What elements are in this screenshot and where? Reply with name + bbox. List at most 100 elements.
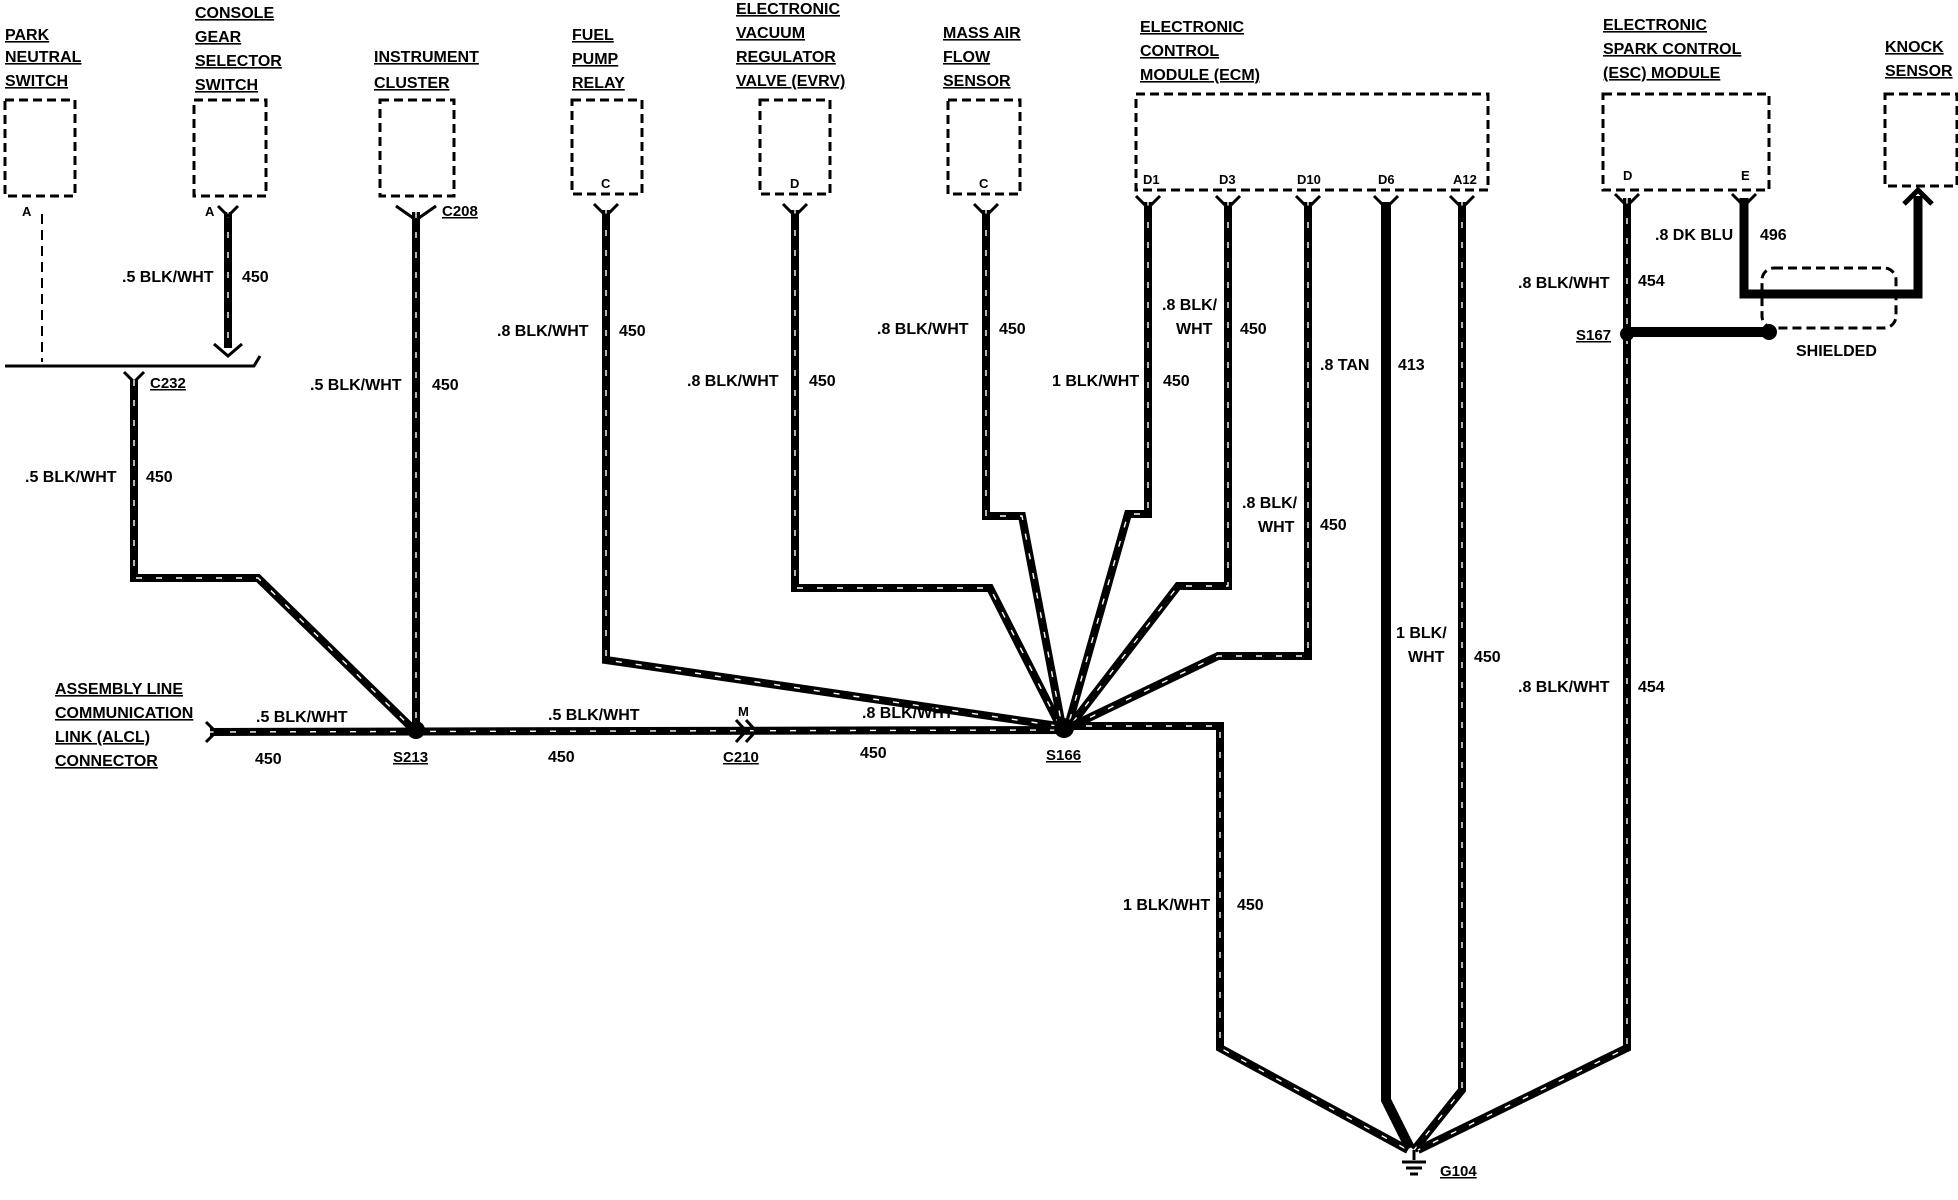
d1-wire-circuit: 450 [1163, 373, 1190, 390]
park-neutral-switch-box [3, 98, 77, 198]
wire-fuel-pump-to-s166 [602, 210, 1059, 730]
esc-d-wire-color: .8 BLK/WHT [1518, 275, 1610, 292]
console-wire-arrow [213, 342, 243, 358]
wire-c232-to-s213 [130, 380, 417, 733]
alcl-connector-label: ASSEMBLY LINE COMMUNICATION LINK (ALCL) … [55, 681, 193, 770]
c210-s166-wire-circuit: 450 [860, 745, 887, 762]
alcl-wire-circuit: 450 [255, 751, 282, 768]
console-wire-circuit: 450 [242, 269, 269, 286]
ecm-pin-a12: A12 [1453, 172, 1477, 187]
evrv-header: ELECTRONIC VACUUM REGULATOR VALVE (EVRV) [736, 1, 845, 90]
s167-wire-circuit: 454 [1638, 679, 1665, 696]
s213-c210-wire-color: .5 BLK/WHT [548, 707, 640, 724]
evrv-title-4: VALVE (EVRV) [736, 73, 845, 90]
splice-s167: S167 [1576, 327, 1611, 344]
shield-drain-dot [1761, 324, 1777, 340]
alcl-wire-color: .5 BLK/WHT [256, 709, 348, 726]
wire-ecm-a12-to-g104 [1410, 202, 1466, 1153]
fuel-wire-circuit: 450 [619, 323, 646, 340]
console-wire-color: .5 BLK/WHT [122, 269, 214, 286]
ground-g104: G104 [1440, 1163, 1477, 1180]
maf-title-2: FLOW [943, 49, 991, 66]
knock-sensor-box [1883, 92, 1958, 188]
evrv-pin-d: D [790, 176, 799, 191]
evrv-title-2: VACUUM [736, 25, 805, 42]
maf-wire-color: .8 BLK/WHT [877, 321, 969, 338]
ground-wire-color: 1 BLK/WHT [1123, 897, 1210, 914]
c232-wire-color: .5 BLK/WHT [25, 469, 117, 486]
a12-wire-circuit: 450 [1474, 649, 1501, 666]
evrv-wire-color: .8 BLK/WHT [687, 373, 779, 390]
mass-air-flow-sensor-box [946, 98, 1022, 196]
splice-s166-dot [1054, 718, 1074, 738]
c210-pin-m: M [738, 704, 749, 719]
wire-s166-to-g104 [1066, 722, 1410, 1154]
esc-d-wire-circuit: 454 [1638, 273, 1665, 290]
cluster-wire-color: .5 BLK/WHT [310, 377, 402, 394]
ecm-header: ELECTRONIC CONTROL MODULE (ECM) [1140, 19, 1260, 84]
maf-title-1: MASS AIR [943, 25, 1021, 42]
fuel-pump-relay-box [570, 98, 644, 196]
c210-connector: M C210 [723, 704, 759, 766]
d3-wire-color-2: WHT [1176, 321, 1213, 338]
wire-ecm-d3-to-s166 [1066, 202, 1232, 729]
shielded-label: SHIELDED [1796, 343, 1877, 360]
maf-pin-c: C [979, 176, 989, 191]
esc-module-header: ELECTRONIC SPARK CONTROL (ESC) MODULE [1603, 17, 1742, 82]
console-switch-title-1: CONSOLE [195, 5, 274, 22]
park-neutral-switch-title-2: NEUTRAL [5, 49, 82, 66]
ground-wire-circuit: 450 [1237, 897, 1264, 914]
shield-outline [1760, 266, 1898, 330]
esc-pin-e: E [1741, 168, 1750, 183]
esc-e-wire-color: .8 DK BLU [1655, 227, 1733, 244]
d6-wire-color-1: 1 BLK/ [1396, 625, 1447, 642]
connector-c208: C208 [442, 203, 478, 220]
instrument-cluster-box [378, 98, 456, 198]
wire-alcl-to-c210-to-s166 [209, 726, 1065, 736]
alcl-title-3: LINK (ALCL) [55, 729, 150, 746]
wire-esc-d-to-g104 [1416, 198, 1631, 1154]
d3-wire-circuit: 450 [1240, 321, 1267, 338]
evrv-wire-circuit: 450 [809, 373, 836, 390]
esc-module-box [1601, 92, 1771, 192]
ground-icon [1402, 1150, 1426, 1176]
d10-wire-color-b1: .8 BLK/ [1242, 495, 1298, 512]
esc-title-3: (ESC) MODULE [1603, 65, 1721, 82]
instrument-cluster-title-2: CLUSTER [374, 75, 450, 92]
knock-sensor-header: KNOCK SENSOR [1885, 39, 1953, 80]
maf-wire-circuit: 450 [999, 321, 1026, 338]
esc-title-1: ELECTRONIC [1603, 17, 1707, 34]
s167-wire-color: .8 BLK/WHT [1518, 679, 1610, 696]
splice-s166: S166 [1046, 747, 1081, 764]
mass-air-flow-sensor-header: MASS AIR FLOW SENSOR [943, 25, 1021, 90]
alcl-title-2: COMMUNICATION [55, 705, 193, 722]
console-switch-pin-a: A [205, 204, 215, 219]
ecm-title-1: ELECTRONIC [1140, 19, 1244, 36]
cluster-wire-circuit: 450 [432, 377, 459, 394]
pin-connector-marks [204, 192, 1758, 744]
park-neutral-switch-title-3: SWITCH [5, 73, 68, 90]
console-connector-mark [216, 204, 240, 219]
ecm-pin-d10: D10 [1297, 172, 1321, 187]
park-neutral-switch-header: PARK NEUTRAL SWITCH [5, 27, 82, 90]
fuel-pump-relay-title-3: RELAY [572, 75, 625, 92]
console-gear-selector-switch-box [192, 98, 268, 198]
alcl-title-4: CONNECTOR [55, 753, 158, 770]
esc-pin-d: D [1623, 168, 1632, 183]
d10-wire-color-b2: WHT [1258, 519, 1295, 536]
esc-e-wire-circuit: 496 [1760, 227, 1787, 244]
console-gear-selector-switch-header: CONSOLE GEAR SELECTOR SWITCH [195, 5, 282, 94]
d10-wire-circuit-b: 450 [1320, 517, 1347, 534]
fuel-pump-relay-pin-c: C [601, 176, 611, 191]
d3-wire-color-1: .8 BLK/ [1162, 297, 1218, 314]
d1-wire-color: 1 BLK/WHT [1052, 373, 1139, 390]
instrument-cluster-title-1: INSTRUMENT [374, 49, 479, 66]
connector-c232: C232 [150, 375, 186, 392]
instrument-cluster-header: INSTRUMENT CLUSTER [374, 49, 479, 92]
evrv-box [758, 98, 832, 196]
wire-evrv-to-s166 [791, 210, 1064, 728]
wire-esc-e-to-knock-sensor [1739, 186, 1934, 299]
console-switch-title-3: SELECTOR [195, 53, 282, 70]
wire-ecm-d10-to-s166 [1070, 202, 1312, 730]
